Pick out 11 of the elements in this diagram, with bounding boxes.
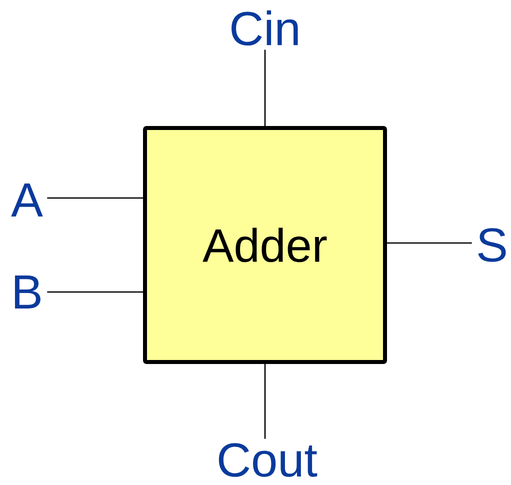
pin-label: A — [11, 184, 43, 216]
adder-box: Adder — [143, 126, 387, 364]
wire — [264, 364, 266, 439]
pin-label: Cin — [232, 10, 298, 46]
pin-label: Cout — [218, 443, 318, 477]
wire — [264, 50, 266, 126]
wire — [387, 242, 472, 244]
wire — [47, 197, 143, 199]
pin-label: B — [14, 276, 40, 308]
pin-label: S — [478, 228, 506, 262]
wire — [47, 291, 143, 293]
